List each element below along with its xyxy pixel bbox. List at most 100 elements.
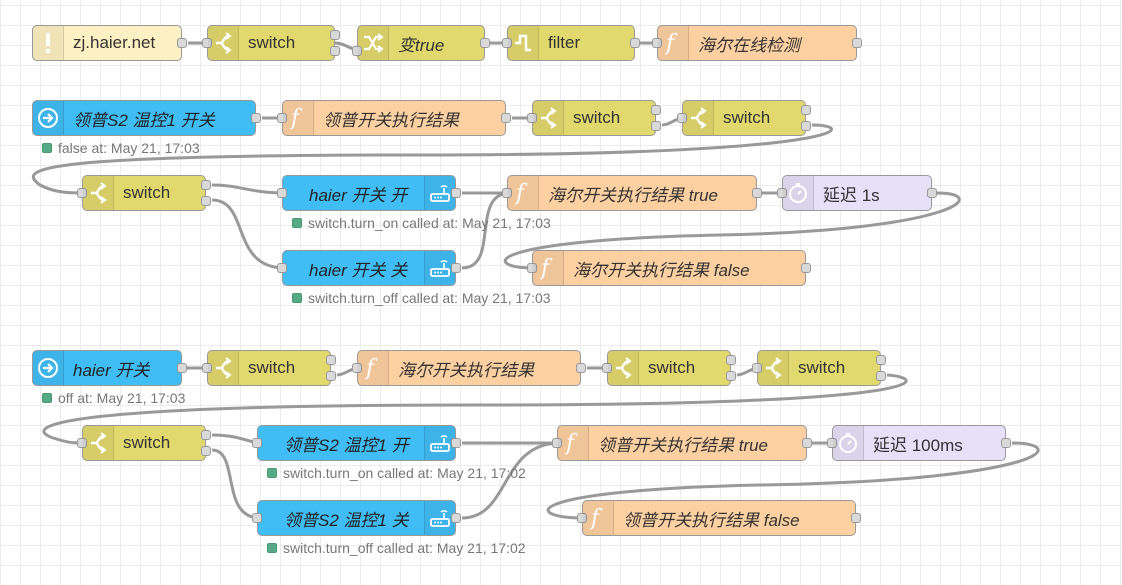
output-port-2[interactable] xyxy=(726,371,736,381)
output-port[interactable] xyxy=(451,513,461,523)
input-port[interactable] xyxy=(277,263,287,273)
switch-node[interactable]: switch xyxy=(752,350,886,386)
function-icon: f xyxy=(508,176,539,210)
function-node[interactable]: f 领普开关执行结果 true xyxy=(552,425,812,461)
input-port[interactable] xyxy=(527,113,537,123)
output-port[interactable] xyxy=(251,113,261,123)
output-port-1[interactable] xyxy=(330,30,340,40)
output-port-2[interactable] xyxy=(330,46,340,56)
delay-node[interactable]: 延迟 100ms xyxy=(827,425,1011,461)
ha-trigger-node[interactable]: 领普S2 温控1 开关 xyxy=(32,100,261,136)
ha-service-node[interactable]: 领普S2 温控1 关 xyxy=(252,500,461,536)
svg-text:f: f xyxy=(590,506,603,530)
output-port-1[interactable] xyxy=(726,355,736,365)
trigger-icon xyxy=(33,351,64,385)
output-port-1[interactable] xyxy=(876,355,886,365)
input-port[interactable] xyxy=(527,263,537,273)
switch-node[interactable]: switch xyxy=(202,350,336,386)
input-port[interactable] xyxy=(202,38,212,48)
input-port[interactable] xyxy=(202,363,212,373)
trigger-icon xyxy=(33,101,64,135)
function-node[interactable]: f 海尔开关执行结果 false xyxy=(527,250,811,286)
output-port[interactable] xyxy=(177,38,187,48)
function-node[interactable]: f 海尔在线检测 xyxy=(652,25,862,61)
status-text: false at: May 21, 17:03 xyxy=(42,140,200,156)
output-port-2[interactable] xyxy=(651,121,661,131)
ha-service-node[interactable]: haier 开关 开 xyxy=(277,175,461,211)
function-icon: f xyxy=(283,101,314,135)
node-label: 领普开关执行结果 false xyxy=(623,510,800,530)
svg-text:f: f xyxy=(665,31,678,55)
output-port[interactable] xyxy=(752,188,762,198)
input-port[interactable] xyxy=(752,363,762,373)
input-port[interactable] xyxy=(502,38,512,48)
inject-node-zj-haier[interactable]: zj.haier.net xyxy=(32,25,187,61)
function-node[interactable]: f 领普开关执行结果 false xyxy=(577,500,861,536)
change-node[interactable]: 变true xyxy=(352,25,490,61)
input-port[interactable] xyxy=(502,188,512,198)
output-port-2[interactable] xyxy=(326,371,336,381)
switch-icon xyxy=(83,176,114,210)
output-port-2[interactable] xyxy=(201,446,211,456)
output-port[interactable] xyxy=(501,113,511,123)
node-label: switch xyxy=(573,108,621,127)
node-label: 延迟 100ms xyxy=(873,435,963,455)
input-port[interactable] xyxy=(77,438,87,448)
output-port-1[interactable] xyxy=(651,105,661,115)
output-port-1[interactable] xyxy=(326,355,336,365)
input-port[interactable] xyxy=(277,188,287,198)
input-port[interactable] xyxy=(252,513,262,523)
switch-node[interactable]: switch xyxy=(527,100,661,136)
switch-node[interactable]: switch xyxy=(77,425,211,461)
input-port[interactable] xyxy=(552,438,562,448)
output-port-1[interactable] xyxy=(201,180,211,190)
function-node[interactable]: f 领普开关执行结果 xyxy=(277,100,511,136)
input-port[interactable] xyxy=(277,113,287,123)
output-port[interactable] xyxy=(480,38,490,48)
status-dot xyxy=(42,143,52,153)
input-port[interactable] xyxy=(777,188,787,198)
input-port[interactable] xyxy=(677,113,687,123)
switch-node[interactable]: switch xyxy=(77,175,211,211)
delay-node[interactable]: 延迟 1s xyxy=(777,175,937,211)
output-port[interactable] xyxy=(630,38,640,48)
input-port[interactable] xyxy=(577,513,587,523)
output-port[interactable] xyxy=(576,363,586,373)
output-port[interactable] xyxy=(451,263,461,273)
input-port[interactable] xyxy=(77,188,87,198)
output-port[interactable] xyxy=(851,513,861,523)
output-port[interactable] xyxy=(801,263,811,273)
node-label: 变true xyxy=(398,35,445,55)
switch-node[interactable]: switch xyxy=(602,350,736,386)
output-port-2[interactable] xyxy=(201,196,211,206)
input-port[interactable] xyxy=(827,438,837,448)
function-node[interactable]: f 海尔开关执行结果 xyxy=(352,350,586,386)
switch-node[interactable]: switch xyxy=(677,100,811,136)
ha-service-node[interactable]: haier 开关 关 xyxy=(277,250,461,286)
output-port-2[interactable] xyxy=(801,121,811,131)
function-node[interactable]: f 海尔开关执行结果 true xyxy=(502,175,762,211)
input-port[interactable] xyxy=(602,363,612,373)
switch-node[interactable]: switch xyxy=(202,25,340,61)
output-port[interactable] xyxy=(177,363,187,373)
output-port[interactable] xyxy=(451,188,461,198)
input-port[interactable] xyxy=(652,38,662,48)
output-port[interactable] xyxy=(852,38,862,48)
output-port[interactable] xyxy=(451,438,461,448)
ha-service-node[interactable]: 领普S2 温控1 开 xyxy=(252,425,461,461)
output-port-1[interactable] xyxy=(801,105,811,115)
output-port[interactable] xyxy=(802,438,812,448)
node-label: 领普S2 温控1 关 xyxy=(284,510,409,530)
output-port-2[interactable] xyxy=(876,371,886,381)
output-port-1[interactable] xyxy=(201,430,211,440)
output-port[interactable] xyxy=(1001,438,1011,448)
output-port[interactable] xyxy=(927,188,937,198)
svg-text:f: f xyxy=(365,356,378,380)
node-label: 领普开关执行结果 xyxy=(323,110,459,130)
ha-trigger-node[interactable]: haier 开关 xyxy=(32,350,187,386)
function-icon: f xyxy=(658,26,689,60)
input-port[interactable] xyxy=(352,363,362,373)
input-port[interactable] xyxy=(352,46,362,56)
filter-node[interactable]: filter xyxy=(502,25,640,61)
input-port[interactable] xyxy=(252,438,262,448)
